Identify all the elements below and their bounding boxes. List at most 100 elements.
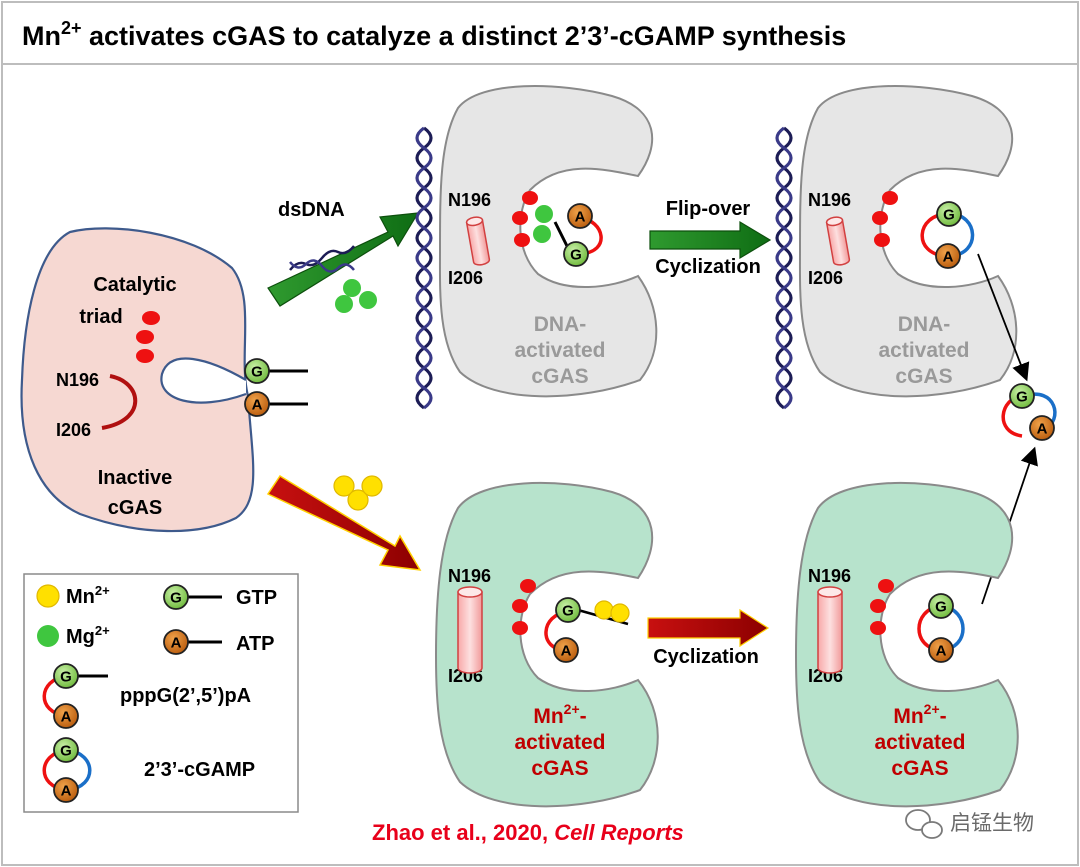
dna-activated-label: DNA- [534,313,587,336]
catalytic-dot [882,191,898,205]
cyclization-label: Cyclization [655,256,761,278]
helix-cylinder [817,586,843,674]
mn-activated-label: cGAS [531,757,588,780]
legend-mg: Mg2+ [66,623,110,648]
mn-ion [333,475,355,497]
triad-dot [136,330,154,344]
mn-ion [610,603,630,623]
mn-activated-label: Mn2+- [533,701,586,728]
cgas-label: cGAS [108,497,162,519]
legend-atp: ATP [236,633,275,655]
catalytic-dot [870,621,886,635]
mn-activated-cgas-2: Mn2+- activated cGAS N196 I206 [794,481,1019,808]
legend-cgamp: 2’3’-cGAMP [144,759,255,781]
mn-activated-label: cGAS [891,757,948,780]
atp-symbol [244,391,270,417]
mn-activated-label: Mn2+- [893,701,946,728]
mn-ion [361,475,383,497]
triad-dot [142,311,160,325]
gtp-symbol [555,597,581,623]
triad-label: triad [79,306,122,328]
free-nucleotides [244,358,308,417]
catalytic-dot [514,233,530,247]
atp-symbol [53,703,79,729]
flip-over-arrow: Flip-over Cyclization [649,198,772,278]
n196-label: N196 [808,190,851,210]
atp-symbol [163,629,189,655]
gtp-symbol [244,358,270,384]
legend-pppgpa: pppG(2’,5’)pA [120,685,251,707]
i206-label: I206 [56,420,91,440]
catalytic-dot [870,599,886,613]
mn-ion [36,584,60,608]
inactive-label: Inactive [98,467,172,489]
catalytic-dot [878,579,894,593]
gtp-symbol [928,593,954,619]
mn-activated-label: activated [514,731,605,754]
dna-activated-cgas-2: DNA- activated cGAS N196 I206 [798,85,1018,398]
catalytic-dot [872,211,888,225]
inactive-cgas: Catalytic triad N196 I206 Inactive cGAS [20,227,255,533]
mn-cyclization-arrow: Cyclization [647,608,770,668]
atp-symbol [935,243,961,269]
wechat-icon [905,809,943,839]
mg-ion [359,291,377,309]
helix-cylinder [457,586,483,674]
catalytic-dot [512,599,528,613]
atp-symbol [928,637,954,663]
cyclization-label: Cyclization [653,646,759,668]
triad-dot [136,349,154,363]
n196-label: N196 [448,190,491,210]
mg-ion [37,625,59,647]
flip-over-label: Flip-over [666,198,751,220]
catalytic-dot [874,233,890,247]
atp-symbol [53,777,79,803]
mn-ion [594,600,614,620]
catalytic-dot [520,579,536,593]
dna-activated-label: activated [878,339,969,362]
dna-activated-label: DNA- [898,313,951,336]
atp-symbol [1029,415,1055,441]
i206-label: I206 [808,268,843,288]
atp-symbol [567,203,593,229]
gtp-symbol [563,241,589,267]
n196-label: N196 [56,370,99,390]
legend-box [23,573,299,813]
dna-activated-label: cGAS [531,365,588,388]
dna-activated-label: cGAS [895,365,952,388]
mg-ion [335,295,353,313]
n196-label: N196 [448,566,491,586]
citation: Zhao et al., 2020, Cell Reports [372,820,684,845]
gtp-symbol [163,584,189,610]
i206-label: I206 [448,268,483,288]
small-dna-icon [289,245,355,273]
legend-mn: Mn2+ [66,583,110,608]
mn-activated-cgas-1: Mn2+- activated cGAS N196 I206 [434,481,659,808]
product-arrow [977,253,1030,382]
catalytic-dot [512,211,528,225]
catalytic-triad-label: Catalytic [93,274,176,296]
watermark-text: 启锰生物 [950,811,1034,835]
mn-ion [347,489,369,511]
dna-activated-cgas-1: DNA- activated cGAS N196 I206 [438,85,658,398]
n196-i206-loop [101,374,138,430]
catalytic-dot [512,621,528,635]
gtp-symbol [936,201,962,227]
mg-ion [535,205,553,223]
gtp-symbol [53,663,79,689]
cgamp-product [1001,383,1057,441]
gtp-symbol [53,737,79,763]
gtp-symbol [1009,383,1035,409]
watermark: 启锰生物 [905,809,1034,839]
legend-gtp: GTP [236,587,277,609]
dna-activated-label: activated [514,339,605,362]
mg-ion [533,225,551,243]
n196-label: N196 [808,566,851,586]
atp-symbol [553,637,579,663]
figure-title: Mn2+ activates cGAS to catalyze a distin… [22,18,846,51]
mn-arrow [266,474,422,571]
dsdna-label: dsDNA [278,199,345,221]
dsdna-arrow: dsDNA [267,199,420,313]
